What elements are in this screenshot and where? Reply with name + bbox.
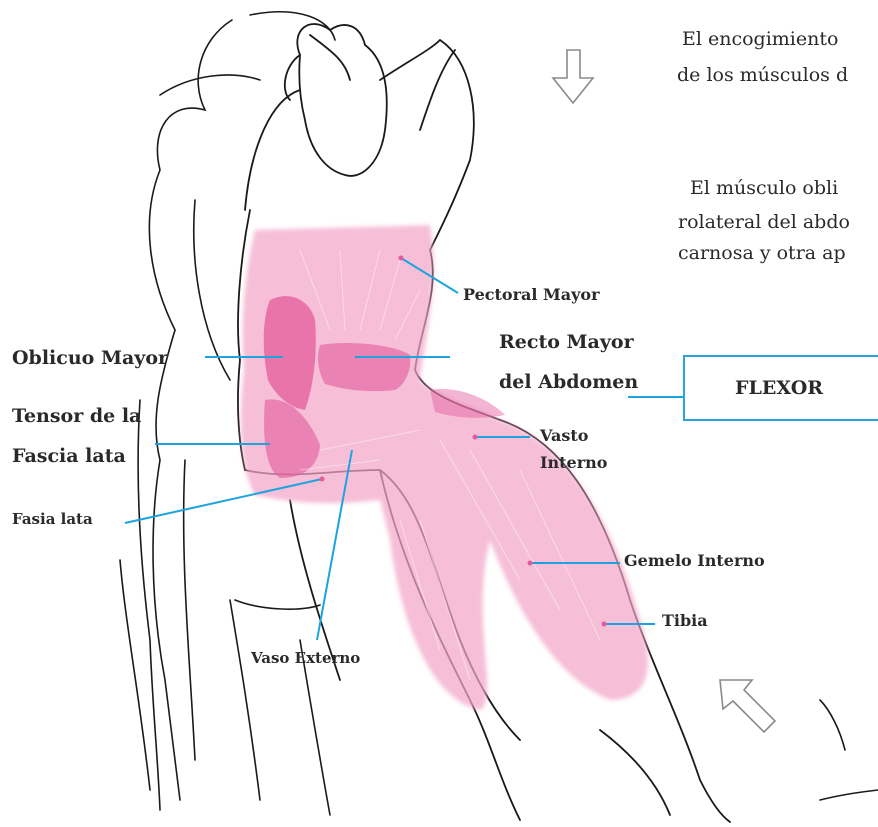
label-vaso-externo: Vaso Externo [251,649,360,667]
arrow-up-left-outline-icon [720,680,775,732]
label-tensor-line-1: Tensor de la [12,405,141,427]
arrow-down-outline-icon [553,50,593,103]
label-fasia-lata: Fasia lata [12,510,93,528]
paragraph-2-line-2: rolateral del abdo [678,208,850,237]
flexor-label: FLEXOR [735,377,823,399]
label-vasto-interno-line-1: Vasto [540,426,588,445]
label-vasto-interno-line-2: Interno [540,453,607,472]
paragraph-1-line-1: El encogimiento [682,25,838,54]
label-tibia: Tibia [662,611,708,630]
label-tensor-line-2: Fascia lata [12,445,126,467]
label-gemelo-interno: Gemelo Interno [624,551,765,570]
paragraph-2-line-3: carnosa y otra ap [678,239,846,268]
label-oblicuo-mayor: Oblicuo Mayor [12,347,168,369]
paragraph-2-line-1: El músculo obli [690,174,838,203]
label-recto-mayor-line-1: Recto Mayor [499,331,634,353]
label-pectoral-mayor: Pectoral Mayor [463,285,600,304]
label-recto-mayor-line-2: del Abdomen [499,371,638,393]
paragraph-1-line-2: de los músculos d [677,61,848,90]
